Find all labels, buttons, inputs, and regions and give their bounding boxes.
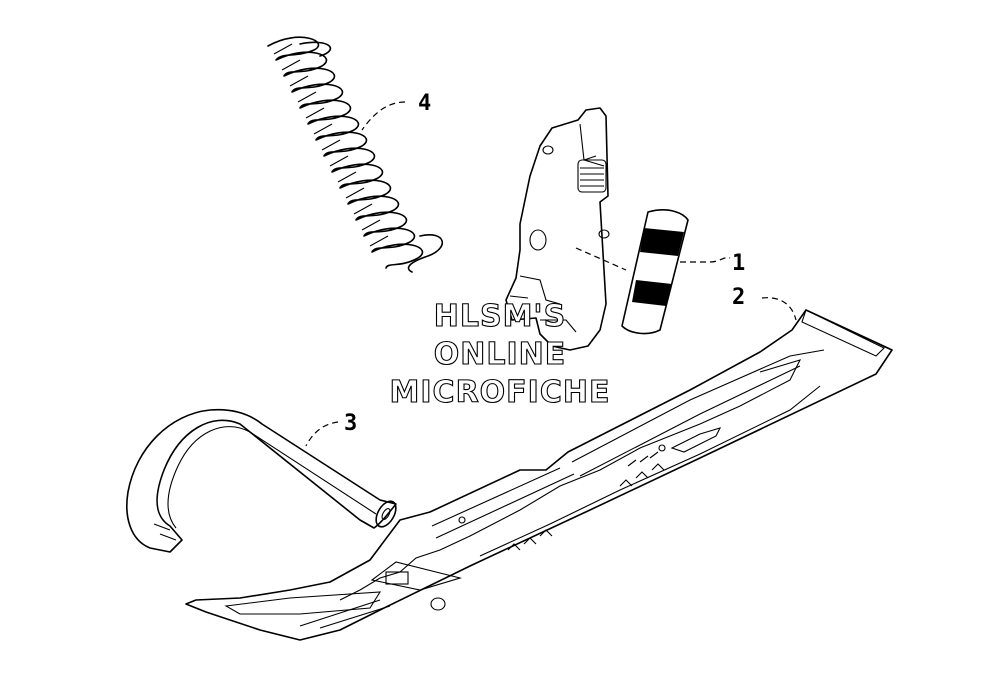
callout-2: 2 bbox=[732, 285, 745, 310]
loop-handle-part bbox=[126, 408, 397, 553]
leader-line-3 bbox=[305, 421, 339, 447]
coil-spring-part bbox=[267, 36, 444, 273]
leader-line-1 bbox=[680, 256, 731, 263]
ski-part bbox=[185, 309, 893, 641]
leader-line-4 bbox=[361, 101, 406, 131]
grip-handle-part bbox=[621, 209, 689, 335]
callout-1: 1 bbox=[732, 251, 745, 276]
callout-4: 4 bbox=[418, 91, 431, 116]
leader-line-2 bbox=[761, 297, 797, 321]
watermark-line-1: HLSM'S bbox=[434, 299, 566, 334]
watermark-line-2: ONLINE bbox=[434, 337, 567, 372]
callout-3: 3 bbox=[344, 411, 357, 436]
bracket-assembly-part bbox=[505, 107, 627, 351]
watermark-line-3: MICROFICHE bbox=[390, 375, 611, 410]
